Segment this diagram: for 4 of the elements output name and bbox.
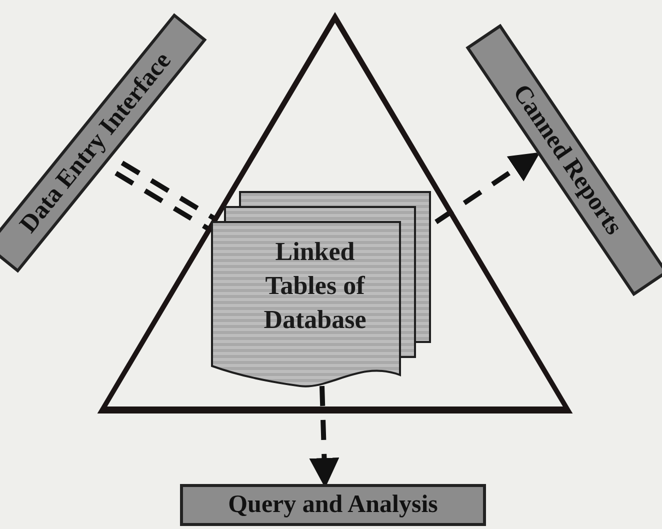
dashed-arrow [434,152,540,224]
node-label: Query and Analysis [228,491,438,519]
label-bar [180,484,486,526]
node-label: Linked Tables of Database [262,236,368,336]
